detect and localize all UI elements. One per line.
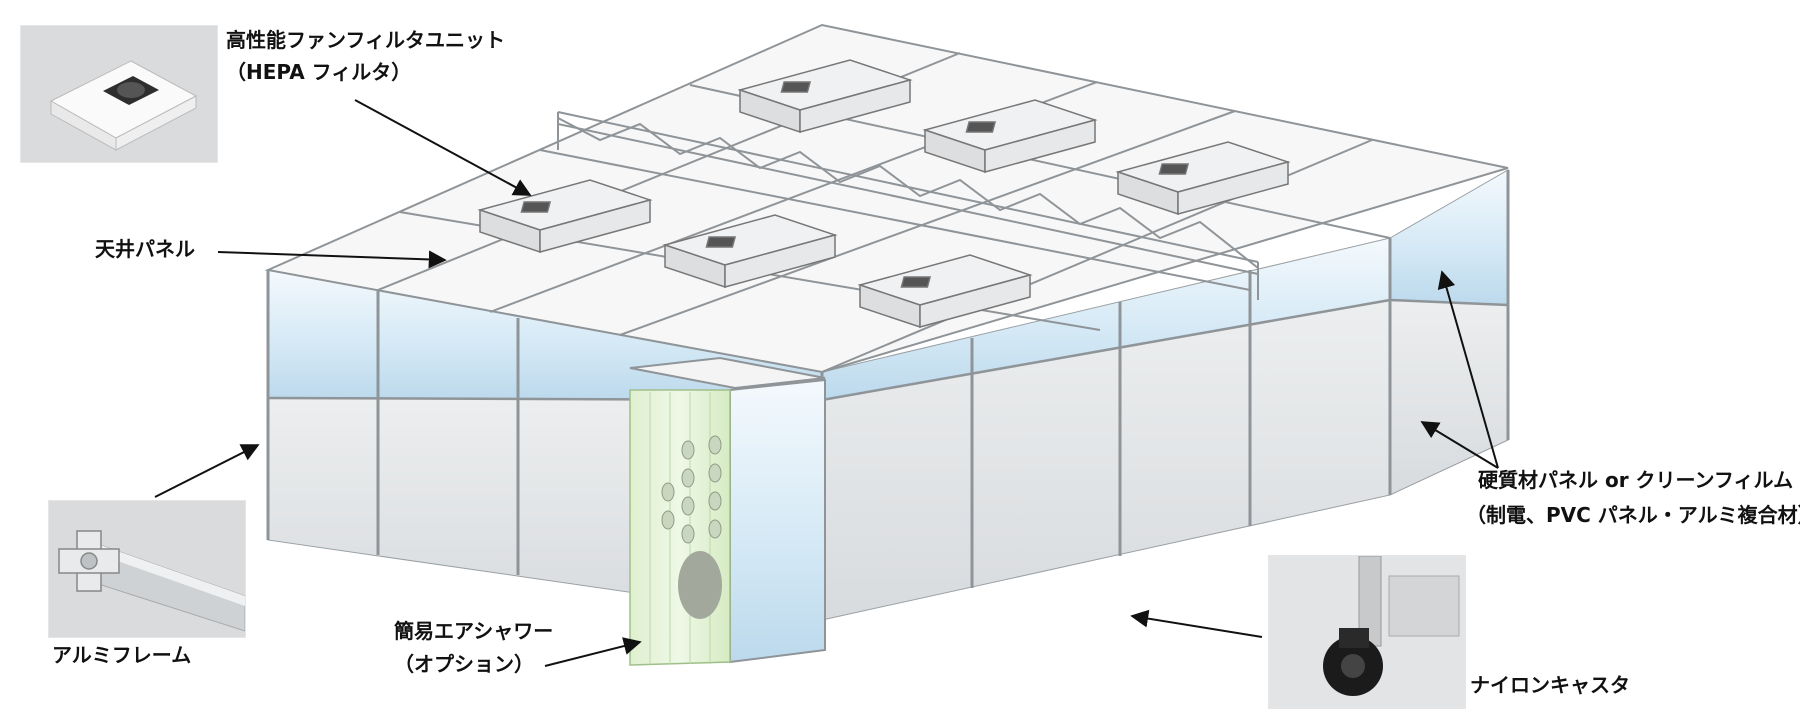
leader-arrows (154, 99, 1499, 667)
arrow-wall-upper (1437, 270, 1499, 469)
wall-right-side (1389, 169, 1509, 496)
air-shower (629, 356, 826, 666)
arrow-caster (1130, 609, 1263, 638)
aluminum-profile-photo (48, 500, 246, 638)
fan-filter-units (477, 59, 1291, 329)
fan-filter-photo (20, 25, 218, 163)
aluminum-profile-icon (58, 530, 245, 632)
label-fan-filter-line2: （HEPA フィルタ） (226, 60, 412, 84)
label-ceiling-panel: 天井パネル (95, 237, 195, 261)
arrow-fan-filter (354, 99, 532, 196)
truss-beam (557, 111, 1259, 300)
label-air-shower-line1: 簡易エアシャワー (394, 619, 554, 643)
label-fan-filter-line1: 高性能ファンフィルタユニット (226, 28, 505, 52)
caster-icon (1323, 556, 1460, 696)
arrow-wall-lower (1420, 421, 1499, 469)
label-caster: ナイロンキャスタ (1470, 673, 1630, 697)
arrow-air-shower (544, 637, 642, 667)
arrow-frame (154, 444, 260, 498)
label-air-shower-line2: （オプション） (394, 652, 534, 676)
label-aluminum-frame: アルミフレーム (52, 643, 192, 667)
label-wall-line1: 硬質材パネル or クリーンフィルム (1478, 468, 1794, 492)
caster-photo (1268, 555, 1466, 709)
label-wall-line2: （制電、PVC パネル・アルミ複合材） (1466, 503, 1800, 527)
fan-filter-icon (49, 60, 198, 151)
arrow-ceiling (217, 250, 447, 269)
